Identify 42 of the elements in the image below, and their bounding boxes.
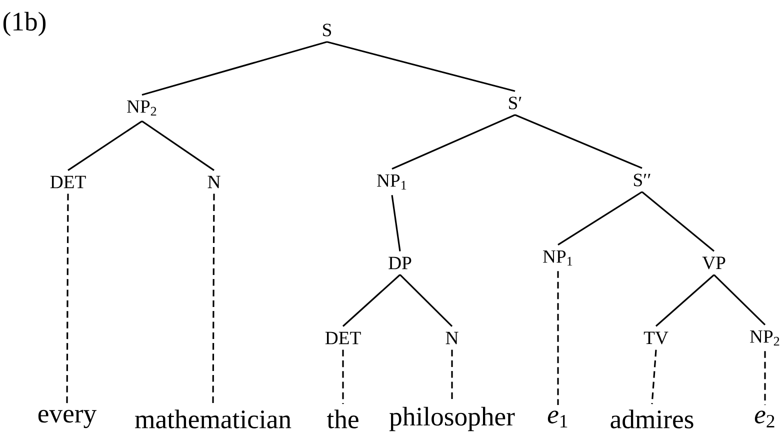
- dashed-branch: [66, 194, 69, 404]
- branch-line: [558, 191, 642, 246]
- word: e$_{1}$: [548, 410, 568, 428]
- branch-line: [655, 274, 715, 327]
- category-label: NP$_{1}$: [543, 250, 572, 266]
- category-label: N: [208, 176, 220, 188]
- word: the: [326, 410, 358, 428]
- dashed-branch: [451, 350, 453, 402]
- category-label: NP$_{2}$: [750, 330, 780, 346]
- branch-line: [399, 274, 453, 327]
- category-label: S: [323, 24, 332, 36]
- example-number: (1b): [3, 12, 46, 36]
- category-label: NP$_{2}$: [127, 100, 156, 116]
- dashed-branch: [651, 350, 657, 404]
- branch-line: [326, 41, 516, 92]
- word: every: [38, 410, 97, 428]
- category-label: VP: [702, 256, 726, 270]
- branch-line: [342, 274, 401, 327]
- dashed-branch: [342, 350, 344, 404]
- word: admires: [610, 410, 694, 428]
- branch-line: [642, 191, 715, 252]
- dashed-branch: [212, 194, 215, 404]
- branch-line: [514, 114, 642, 169]
- branch-line: [142, 120, 214, 171]
- word: philosopher: [390, 406, 515, 432]
- category-label: DET: [325, 332, 361, 344]
- branch-line: [713, 274, 766, 326]
- category-label: TV: [644, 332, 668, 344]
- word: e$_{2}$: [754, 410, 774, 428]
- category-label: NP$_{1}$: [377, 174, 406, 190]
- category-label: DP: [388, 256, 412, 270]
- category-label: DET: [50, 176, 86, 188]
- branch-line: [392, 114, 516, 170]
- dashed-branch: [764, 351, 766, 406]
- branch-line: [391, 195, 401, 252]
- category-label: S′: [509, 96, 522, 110]
- branch-line: [142, 41, 328, 96]
- dashed-branch: [557, 271, 559, 406]
- branch-line: [68, 120, 142, 171]
- word: mathematician: [135, 410, 292, 428]
- category-label: S′′: [634, 174, 650, 186]
- category-label: N: [446, 332, 458, 344]
